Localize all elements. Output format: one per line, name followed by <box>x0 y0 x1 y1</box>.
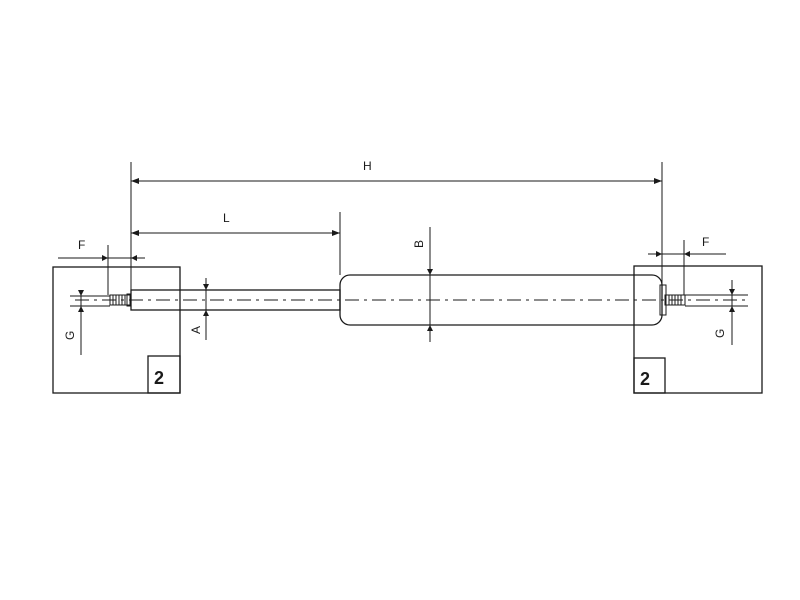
right-fitting-label: 2 <box>640 369 650 389</box>
dim-f-right-label: F <box>702 235 709 249</box>
dim-b: B <box>412 227 433 342</box>
dim-h-label: H <box>363 159 372 173</box>
dim-f-left-label: F <box>78 238 85 252</box>
dim-b-label: B <box>412 240 426 248</box>
right-fitting-label-box <box>633 357 666 394</box>
left-fitting-label: 2 <box>154 368 164 388</box>
dim-g-left-label: G <box>63 331 77 340</box>
dim-l: L <box>131 211 341 275</box>
dim-g-right-label: G <box>713 329 727 338</box>
dim-a: A <box>189 278 209 340</box>
right-end-fitting: 2 G F <box>633 235 763 394</box>
dim-h: H <box>130 159 663 300</box>
left-fitting-label-box <box>147 355 181 394</box>
left-end-fitting: 2 G F <box>52 238 181 394</box>
dim-a-label: A <box>189 326 203 334</box>
dim-l-label: L <box>223 211 230 225</box>
